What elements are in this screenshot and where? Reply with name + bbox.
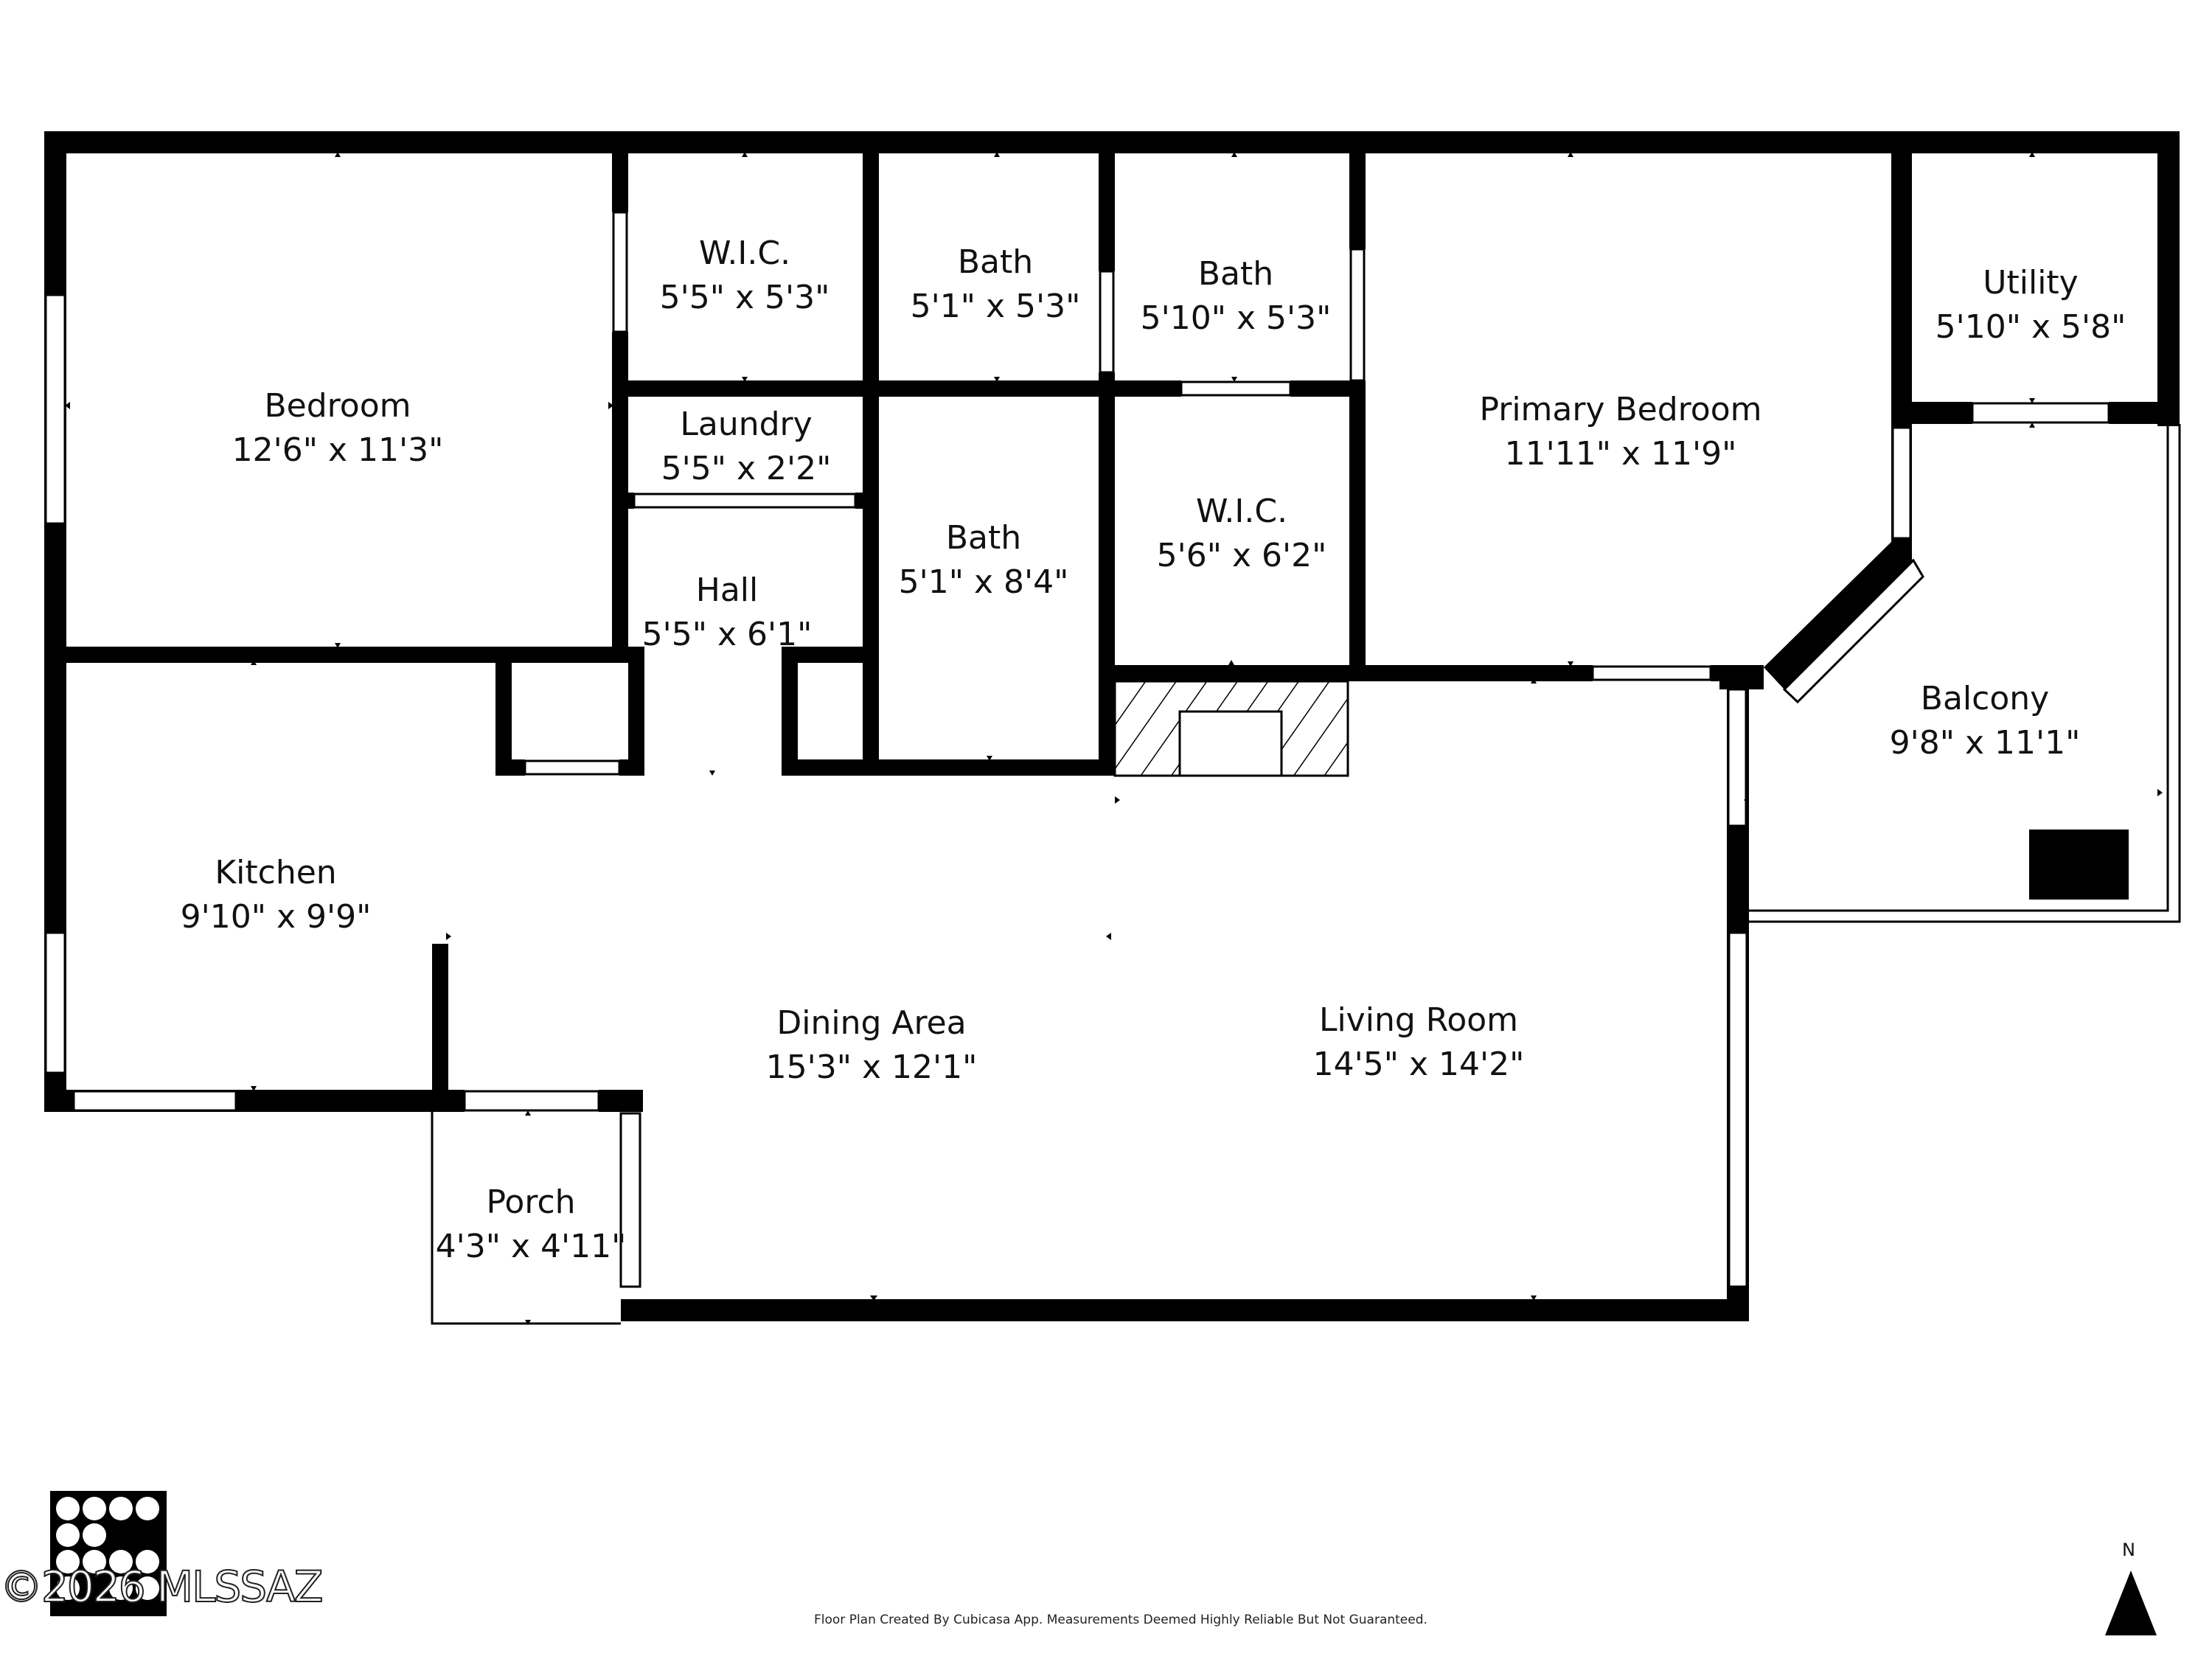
- room-wic1-name: W.I.C.: [699, 234, 790, 272]
- room-primary-name: Primary Bedroom: [1479, 391, 1761, 428]
- room-dining-name: Dining Area: [776, 1004, 966, 1042]
- room-dining-dims: 15'3" x 12'1": [766, 1048, 978, 1086]
- room-bath1-dims: 5'1" x 5'3": [911, 288, 1081, 325]
- room-porch-name: Porch: [486, 1183, 575, 1221]
- fireplace-icon: [1113, 680, 1349, 777]
- room-laundry-name: Laundry: [680, 406, 812, 443]
- copyright-watermark: ©2026 MLSSAZ: [0, 1561, 324, 1613]
- room-porch-dims: 4'3" x 4'11": [436, 1228, 627, 1265]
- room-wic1-dims: 5'5" x 5'3": [660, 279, 830, 316]
- room-balcony-dims: 9'8" x 11'1": [1890, 724, 2081, 762]
- room-wic2-name: W.I.C.: [1196, 493, 1287, 530]
- room-wic2-dims: 5'6" x 6'2": [1157, 537, 1327, 574]
- room-hall-name: Hall: [696, 571, 759, 609]
- room-bath3-name: Bath: [946, 519, 1021, 557]
- room-labels: Bedroom 12'6" x 11'3" W.I.C. 5'5" x 5'3"…: [181, 234, 2126, 1265]
- room-balcony-name: Balcony: [1921, 680, 2049, 717]
- balcony-unit-icon: [2029, 830, 2129, 900]
- room-bath3-dims: 5'1" x 8'4": [899, 563, 1069, 601]
- room-utility-name: Utility: [1983, 264, 2078, 302]
- room-bedroom-name: Bedroom: [264, 387, 411, 425]
- porch-outline: [431, 1112, 621, 1325]
- room-laundry-dims: 5'5" x 2'2": [661, 450, 832, 487]
- disclaimer-text: Floor Plan Created By Cubicasa App. Meas…: [814, 1613, 1427, 1627]
- room-kitchen-dims: 9'10" x 9'9": [181, 898, 372, 936]
- room-primary-dims: 11'11" x 11'9": [1505, 435, 1737, 473]
- north-label: N: [2122, 1540, 2135, 1560]
- room-kitchen-name: Kitchen: [215, 854, 336, 891]
- room-bath1-name: Bath: [958, 243, 1033, 281]
- balcony-outline: [1749, 424, 2181, 923]
- windows: [44, 211, 2110, 1288]
- room-bedroom-dims: 12'6" x 11'3": [232, 431, 444, 469]
- mls-logo-icon: [50, 1491, 167, 1616]
- north-arrow-icon: [2105, 1571, 2157, 1635]
- room-hall-dims: 5'5" x 6'1": [642, 616, 813, 653]
- room-bath2-dims: 5'10" x 5'3": [1141, 299, 1332, 337]
- room-living-name: Living Room: [1319, 1001, 1518, 1039]
- room-utility-dims: 5'10" x 5'8": [1935, 308, 2126, 346]
- room-living-dims: 14'5" x 14'2": [1313, 1046, 1525, 1083]
- dimension-markers: [65, 152, 2163, 1325]
- room-bath2-name: Bath: [1198, 255, 1273, 293]
